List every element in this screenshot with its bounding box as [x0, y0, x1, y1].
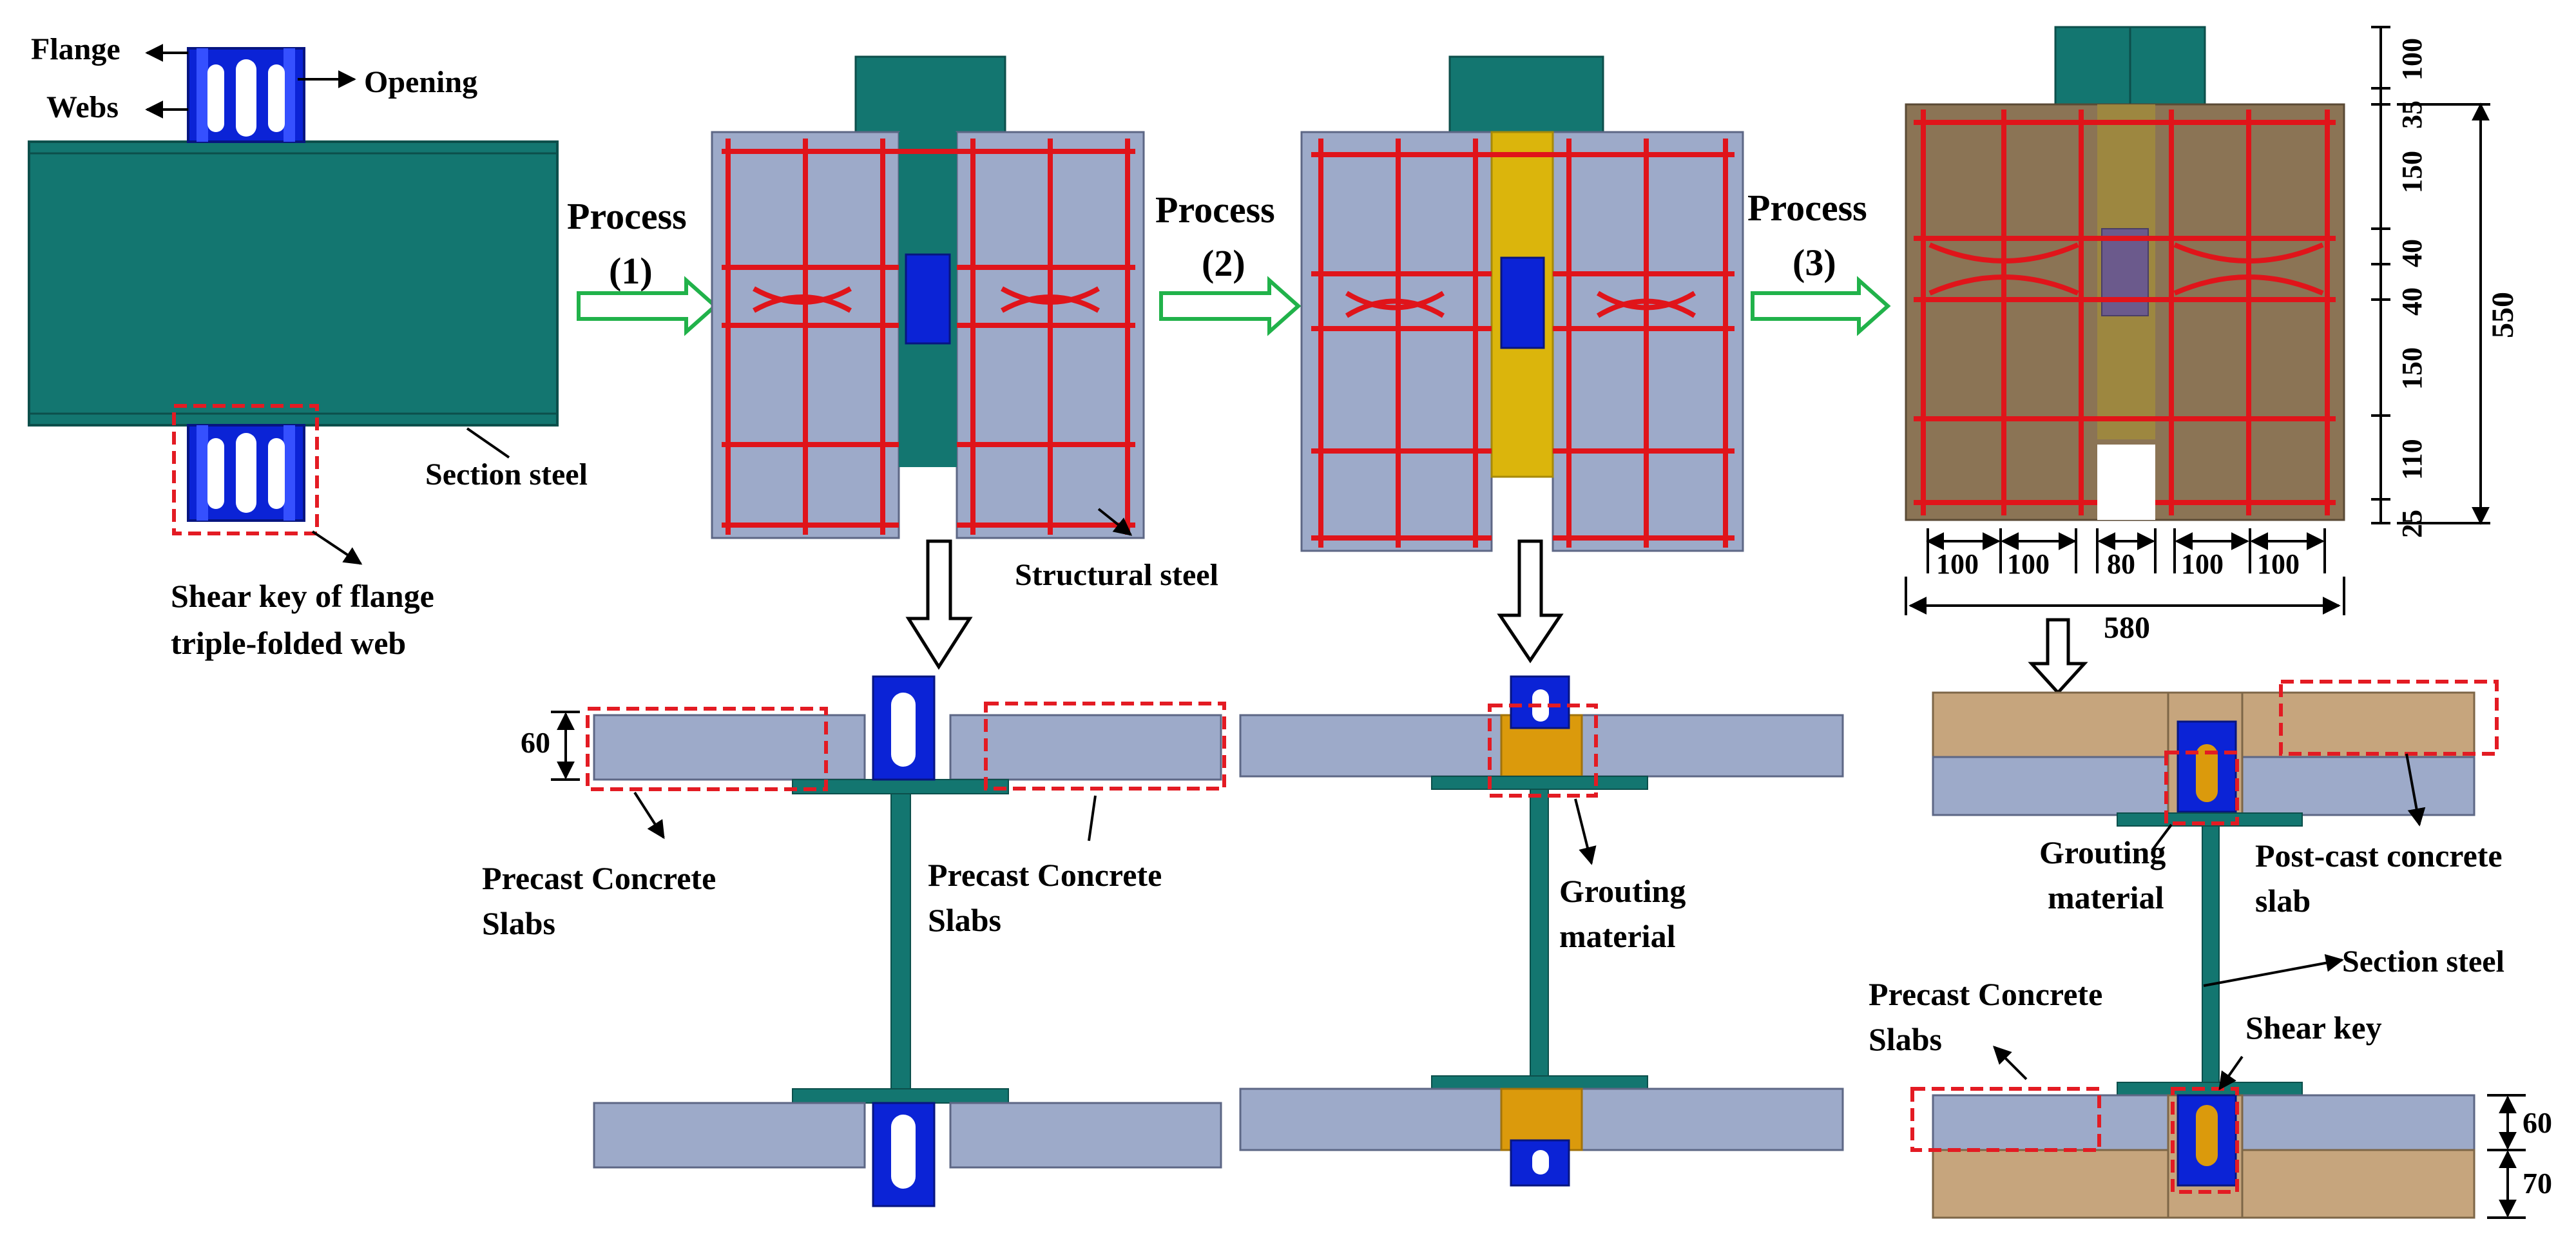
webs-label: Webs — [46, 90, 119, 124]
process-2-number: (2) — [1202, 242, 1245, 284]
precast-slabs-c-line1: Precast Concrete — [1869, 976, 2102, 1012]
flange-label: Flange — [31, 32, 120, 66]
dim-v-4: 40 — [2396, 239, 2428, 267]
panel-precast-plan: Structural steel — [711, 55, 1218, 592]
grouting-b-line1: Grouting — [2039, 834, 2166, 870]
precast-slabs-a-line1: Precast Concrete — [482, 860, 716, 896]
dim-v-5: 40 — [2396, 287, 2428, 316]
shear-key-b-label: Shear key — [2245, 1010, 2382, 1046]
grouting-a-line1: Grouting — [1559, 873, 1686, 909]
shear-key-label-line2: triple-folded web — [171, 625, 406, 661]
down-arrow-3-icon — [2028, 618, 2088, 695]
section-steel-label: Section steel — [425, 457, 588, 492]
shear-key-top-icon — [187, 47, 305, 143]
section-grouted: Grouting material — [1239, 675, 1844, 1187]
process-3-word: Process — [1747, 187, 1867, 229]
down-arrow-1-icon — [905, 539, 973, 670]
post-cast-line2: slab — [2255, 883, 2311, 919]
process-1: Process (1) — [567, 195, 718, 336]
bottom-flange — [792, 1088, 1009, 1104]
dim-v-3: 150 — [2396, 151, 2428, 193]
shear-key-bottom-icon — [187, 424, 305, 522]
dim-v-6: 150 — [2396, 347, 2428, 390]
dim-v-1: 100 — [2396, 38, 2428, 81]
process-2-word: Process — [1155, 189, 1275, 231]
precast-slabs-a-line2: Slabs — [482, 905, 555, 941]
precast-slabs-b-line2: Slabs — [928, 902, 1001, 938]
section-steel-b-label: Section steel — [2342, 945, 2504, 979]
grouting-b-line2: material — [2048, 879, 2164, 916]
slab-thickness-top: 60 — [521, 726, 550, 759]
panel-steel-beam: Flange Webs Opening Section steel Shear … — [28, 32, 588, 661]
process-2: Process (2) — [1155, 189, 1302, 336]
dim-h-4: 100 — [2181, 548, 2224, 580]
slab-thickness-bottom-a: 60 — [2523, 1106, 2552, 1139]
process-1-arrow-icon — [577, 276, 718, 336]
dim-v-7: 110 — [2396, 439, 2428, 480]
shear-key-plan — [905, 253, 951, 345]
down-arrow-2-icon — [1497, 539, 1564, 664]
shear-key-plan-2 — [1500, 256, 1545, 349]
precast-slabs-b-line1: Precast Concrete — [928, 857, 1162, 893]
process-3: Process (3) — [1747, 187, 1891, 336]
grouting-a-line2: material — [1559, 918, 1676, 954]
process-1-number: (1) — [609, 250, 653, 292]
process-3-arrow-icon — [1751, 276, 1891, 336]
web — [890, 793, 911, 1094]
post-cast-line1: Post-cast concrete — [2255, 838, 2503, 874]
dim-v-8: 25 — [2396, 510, 2428, 538]
dim-h-1: 100 — [1936, 548, 1979, 580]
section-post-cast: Grouting material Post-cast concrete sla… — [1869, 680, 2552, 1219]
process-1-word: Process — [567, 195, 687, 237]
dim-h-total: 580 — [2104, 611, 2150, 645]
opening-label: Opening — [364, 65, 477, 99]
dim-v-total: 550 — [2486, 292, 2520, 338]
slab-thickness-bottom-b: 70 — [2523, 1167, 2552, 1200]
shear-key-label-line1: Shear key of flange — [171, 578, 434, 614]
structural-steel-label: Structural steel — [1015, 558, 1218, 592]
section-precast: 60 Precast Concrete Slabs Precast Concre… — [482, 675, 1226, 1207]
panel-grouted-plan — [1300, 55, 1744, 552]
dim-h-2: 100 — [2007, 548, 2050, 580]
bottom-notch — [2097, 445, 2155, 520]
process-3-number: (3) — [1793, 242, 1836, 283]
dim-v-2: 35 — [2396, 101, 2428, 129]
process-2-arrow-icon — [1159, 276, 1302, 336]
dim-h-3: 80 — [2107, 548, 2135, 580]
steel-beam-body — [28, 140, 559, 427]
dim-h-5: 100 — [2257, 548, 2300, 580]
panel-post-cast-plan: 100 35 150 40 40 150 110 25 550 100 — [1905, 26, 2520, 645]
precast-slabs-c-line2: Slabs — [1869, 1021, 1942, 1057]
